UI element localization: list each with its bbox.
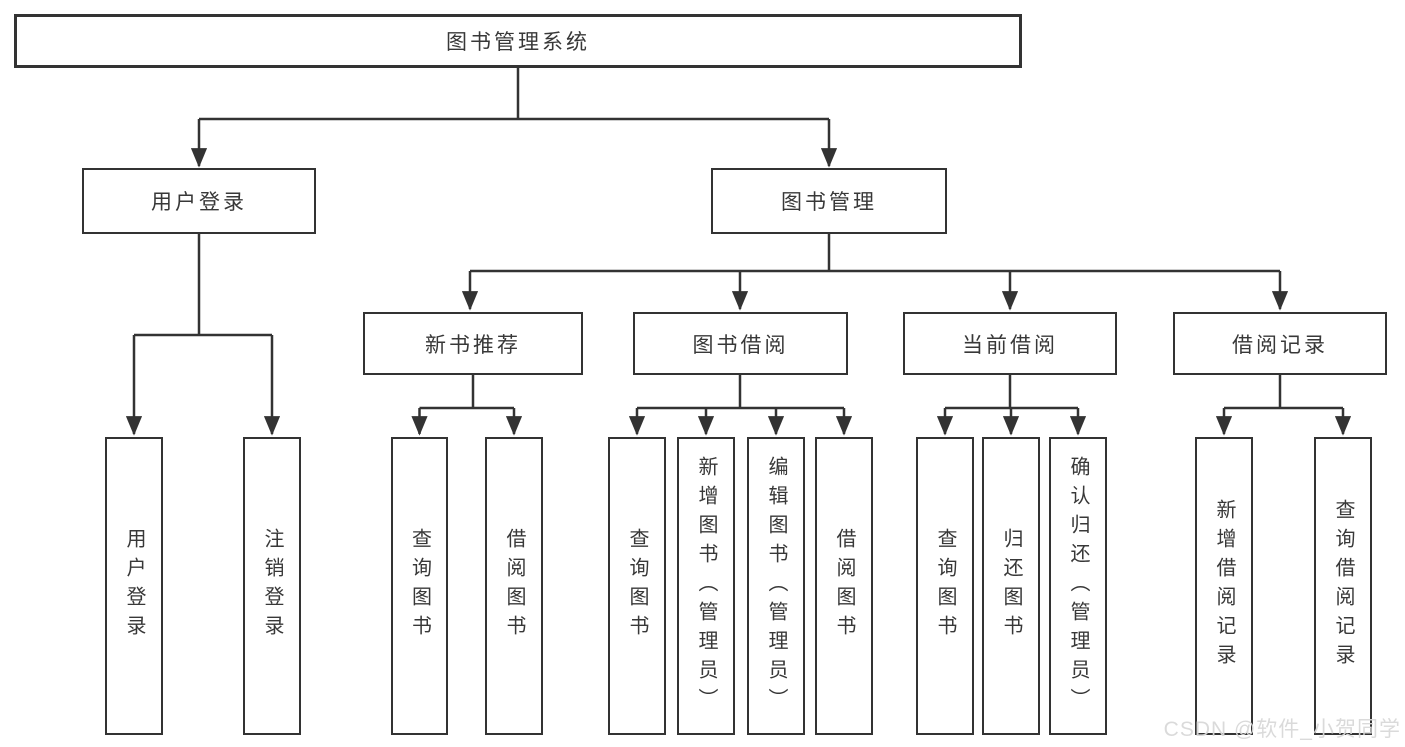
node-book-management: 图书管理 — [711, 168, 947, 234]
node-new-book-recommendation: 新书推荐 — [363, 312, 583, 375]
node-borrowing-borrow-books: 借阅图书 — [815, 437, 873, 735]
node-user-login-leaf: 用户登录 — [105, 437, 163, 735]
node-label: 借阅图书 — [833, 528, 855, 644]
node-current-query-books: 查询图书 — [916, 437, 974, 735]
node-label: 查询图书 — [626, 528, 648, 644]
node-user-login: 用户登录 — [82, 168, 316, 234]
node-query-borrowing-record: 查询借阅记录 — [1314, 437, 1372, 735]
node-label: 新书推荐 — [425, 333, 521, 357]
node-label: 新增借阅记录 — [1213, 499, 1235, 673]
node-label: 编辑图书（管理员） — [765, 455, 787, 717]
node-label: 注销登录 — [261, 528, 283, 644]
node-newrec-query-books: 查询图书 — [391, 437, 448, 735]
node-edit-books-admin: 编辑图书（管理员） — [747, 437, 805, 735]
node-return-books: 归还图书 — [982, 437, 1040, 735]
node-borrowing-query-books: 查询图书 — [608, 437, 666, 735]
node-label: 借阅图书 — [503, 528, 525, 644]
node-current-borrowing: 当前借阅 — [903, 312, 1117, 375]
node-add-books-admin: 新增图书（管理员） — [677, 437, 735, 735]
node-book-borrowing: 图书借阅 — [633, 312, 848, 375]
node-label: 用户登录 — [151, 191, 247, 214]
node-label: 新增图书（管理员） — [695, 455, 717, 717]
node-label: 确认归还（管理员） — [1067, 455, 1089, 717]
node-label: 当前借阅 — [962, 333, 1058, 357]
node-borrowing-records: 借阅记录 — [1173, 312, 1387, 375]
node-label: 用户登录 — [123, 528, 145, 644]
node-label: 图书管理系统 — [446, 31, 590, 54]
node-logout: 注销登录 — [243, 437, 301, 735]
node-label: 查询图书 — [934, 528, 956, 644]
node-label: 查询图书 — [408, 528, 431, 644]
node-label: 查询借阅记录 — [1332, 499, 1354, 673]
node-label: 归还图书 — [1000, 528, 1022, 644]
csdn-watermark: CSDN @软件_小贺同学 — [1163, 718, 1401, 741]
node-confirm-return-admin: 确认归还（管理员） — [1049, 437, 1107, 735]
node-label: 借阅记录 — [1232, 333, 1328, 357]
node-newrec-borrow-books: 借阅图书 — [485, 437, 543, 735]
node-library-management-system: 图书管理系统 — [14, 14, 1022, 68]
node-label: 图书管理 — [781, 191, 877, 214]
node-label: 图书借阅 — [692, 333, 789, 357]
node-add-borrowing-record: 新增借阅记录 — [1195, 437, 1253, 735]
